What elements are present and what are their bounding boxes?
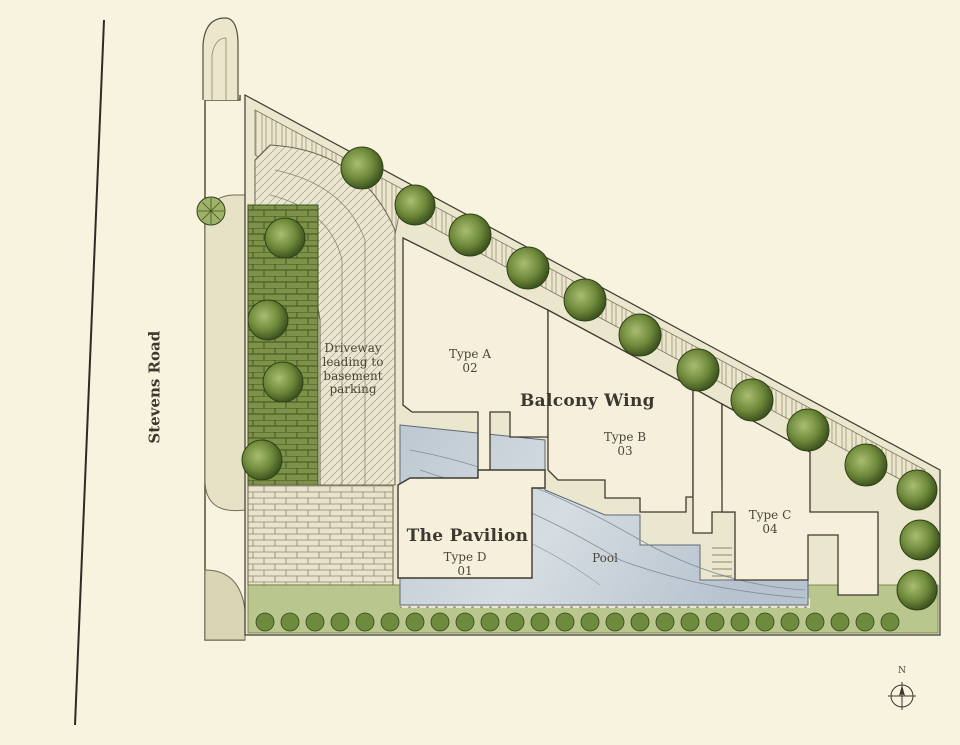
unit-b-number: 03 [617,443,633,458]
road-label: Stevens Road [145,330,164,444]
tree-column-west [196,196,306,481]
balcony-wing-label: Balcony Wing [520,391,655,411]
unit-c-type: Type C [748,508,792,522]
unit-c-label: Type C 04 [740,508,800,537]
building-type-c [721,402,879,596]
compass-icon [888,682,916,710]
compass-label: N [898,666,906,676]
unit-c-number: 04 [762,521,778,536]
west-planter [204,194,246,512]
steps [712,547,732,577]
driveway-label: Driveway leading to basement parking [318,341,388,397]
building-type-d-pavilion [397,469,546,579]
unit-d-type: Type D [443,550,487,564]
unit-b-label: Type B 03 [595,430,655,459]
unit-d-number: 01 [457,563,473,578]
pool-label: Pool [592,551,618,565]
unit-a-label: Type A 02 [440,347,500,376]
gate-arc [202,17,239,100]
tree-row-diagonal [340,146,941,611]
entrance-paving [247,484,394,586]
unit-b-type: Type B [603,430,647,444]
shrub-row-south [255,612,900,632]
pavilion-label: The Pavilion [406,526,529,546]
north-arrow: N [882,666,922,712]
unit-a-type: Type A [448,347,492,361]
driveway-line-2: leading to [322,354,384,369]
driveway-line-1: Driveway [324,341,382,355]
unit-d-label: Type D 01 [435,550,495,579]
road-edge-line [74,19,105,726]
unit-a-number: 02 [462,360,478,375]
driveway-line-3: basement [323,368,383,383]
driveway-line-4: parking [329,382,377,397]
